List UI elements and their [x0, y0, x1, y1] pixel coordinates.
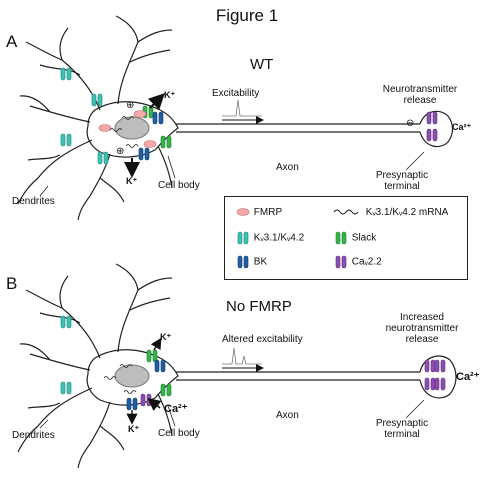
transmitter-line-3-b: release: [405, 334, 439, 345]
nucleus-a: [114, 116, 150, 140]
condition-a: WT: [250, 56, 274, 73]
transmitter-line-1-a: Neurotransmitter: [382, 84, 458, 95]
ca-ion-a-terminal: Ca²⁺: [452, 122, 472, 132]
panel-label-b: B: [6, 274, 18, 293]
dendrite-b4: [17, 387, 93, 453]
legend-label-mrna: Kᵥ3.1/Kᵥ4.2 mRNA: [365, 207, 449, 218]
cav-channels-b: [140, 359, 446, 407]
dendrite-a3: [19, 95, 91, 123]
legend: FMRP Kᵥ3.1/Kᵥ4.2 mRNA Kᵥ3.1/Kᵥ4.2 Slack …: [224, 196, 468, 280]
legend-label-bk: BK: [253, 256, 268, 268]
transmitter-label-b: Increased neurotransmitter release: [372, 312, 472, 345]
legend-item-cav: Caᵥ2.2: [333, 255, 382, 269]
mrna-icon: [333, 209, 359, 215]
condition-b: No FMRP: [226, 298, 292, 315]
terminal-label-b: Presynaptic terminal: [366, 418, 438, 440]
label-pointers: [39, 151, 425, 429]
terminal-b: [419, 355, 457, 399]
transmitter-label-a: Neurotransmitter release: [372, 84, 468, 106]
figure-title: Figure 1: [215, 6, 279, 25]
legend-label-fmrp: FMRP: [253, 207, 283, 218]
dendrite-a4: [17, 139, 93, 205]
fmrp-icon: [236, 208, 250, 217]
excitability-label-a: Excitability: [212, 88, 260, 99]
legend-label-cav: Caᵥ2.2: [351, 256, 382, 268]
excitability-label-b: Altered excitability: [222, 334, 303, 345]
soma-outline-b: [86, 349, 179, 406]
transmitter-line-1-b: Increased: [400, 312, 444, 323]
axon-label-a: Axon: [276, 162, 299, 173]
fmrp-a: [98, 110, 157, 148]
kv-channels-b: [60, 315, 72, 395]
mrna-b: [103, 364, 137, 394]
dendrite-a6: [157, 145, 173, 189]
axon-b: [176, 371, 420, 381]
ca-ion-b-terminal: Ca²⁺: [456, 371, 480, 383]
dendrite-b2: [115, 263, 173, 353]
dendrites-label-b: Dendrites: [12, 430, 55, 441]
cav-channels-a: [426, 111, 438, 142]
terminal-a: [419, 110, 454, 148]
terminal-line-1-a: Presynaptic: [375, 170, 429, 181]
dendrite-b3: [19, 343, 91, 371]
dendrite-a5: [77, 153, 125, 221]
k-ion-a-top: K⁺: [164, 90, 176, 100]
terminal-line-2-b: terminal: [384, 429, 420, 440]
cell-body-label-a: Cell body: [158, 180, 200, 191]
terminal-line-2-a: terminal: [384, 181, 420, 192]
excitability-trace-a: [222, 99, 262, 117]
neuron-b: [17, 263, 457, 469]
legend-label-kv: Kᵥ3.1/Kᵥ4.2: [253, 232, 305, 244]
legend-label-slack: Slack: [351, 232, 377, 244]
k-arrow-a-top: [147, 93, 165, 111]
cav-channel-icon: [335, 255, 347, 269]
transmitter-line-2-a: release: [403, 95, 437, 106]
k-ion-b-bottom: K⁺: [128, 424, 140, 434]
cell-body-label-b: Cell body: [158, 428, 200, 439]
dendrite-b5: [77, 401, 125, 469]
dendrite-a2: [115, 15, 173, 105]
terminal-label-a: Presynaptic terminal: [366, 170, 438, 192]
axon-a: [176, 123, 420, 133]
legend-item-fmrp: FMRP: [235, 207, 282, 218]
bk-channel-icon: [237, 255, 249, 269]
legend-item-bk: BK: [235, 255, 267, 269]
legend-item-slack: Slack: [333, 231, 376, 245]
axon-label-b: Axon: [276, 410, 299, 421]
k-arrow-b-top: [150, 337, 162, 351]
dendrite-b6: [157, 393, 173, 437]
panel-label-a: A: [6, 32, 18, 51]
terminal-line-1-b: Presynaptic: [375, 418, 429, 429]
ca-arrow-b: [147, 398, 162, 411]
k-ion-b-top: K⁺: [160, 332, 172, 342]
legend-item-mrna: Kᵥ3.1/Kᵥ4.2 mRNA: [333, 207, 448, 218]
dendrites-label-a: Dendrites: [12, 196, 55, 207]
transmitter-line-2-b: neurotransmitter: [385, 323, 459, 334]
plus-sign-a-bottom: ⊕: [116, 146, 125, 157]
mrna-a: [109, 116, 139, 148]
plus-sign-a-top: ⊕: [126, 100, 135, 111]
excitability-trace-b: [222, 347, 262, 365]
ca-ion-b-soma: Ca²⁺: [164, 403, 188, 415]
kv-channel-icon: [237, 231, 249, 245]
nucleus-b: [114, 364, 150, 388]
minus-sign-a: ⊖: [406, 118, 415, 129]
slack-channel-icon: [335, 231, 347, 245]
legend-item-kv: Kᵥ3.1/Kᵥ4.2: [235, 231, 304, 245]
k-ion-a-bottom: K⁺: [126, 176, 138, 186]
